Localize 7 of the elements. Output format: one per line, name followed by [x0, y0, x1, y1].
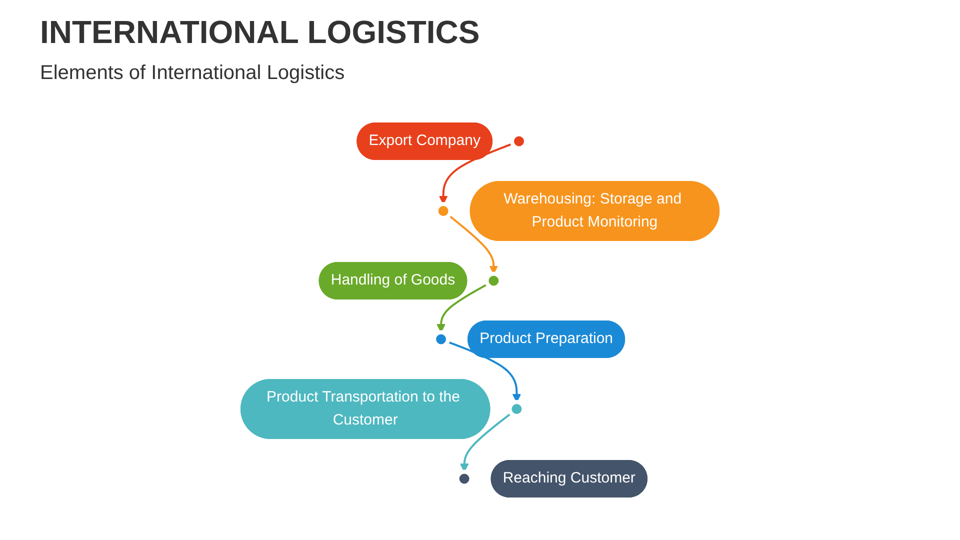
arrow [436, 283, 488, 333]
arrow [460, 412, 512, 472]
arrow [447, 340, 522, 402]
arrow [448, 214, 498, 274]
arrow [438, 142, 513, 204]
title: INTERNATIONAL LOGISTICS [40, 14, 480, 51]
subtitle: Elements of International Logistics [40, 62, 345, 85]
